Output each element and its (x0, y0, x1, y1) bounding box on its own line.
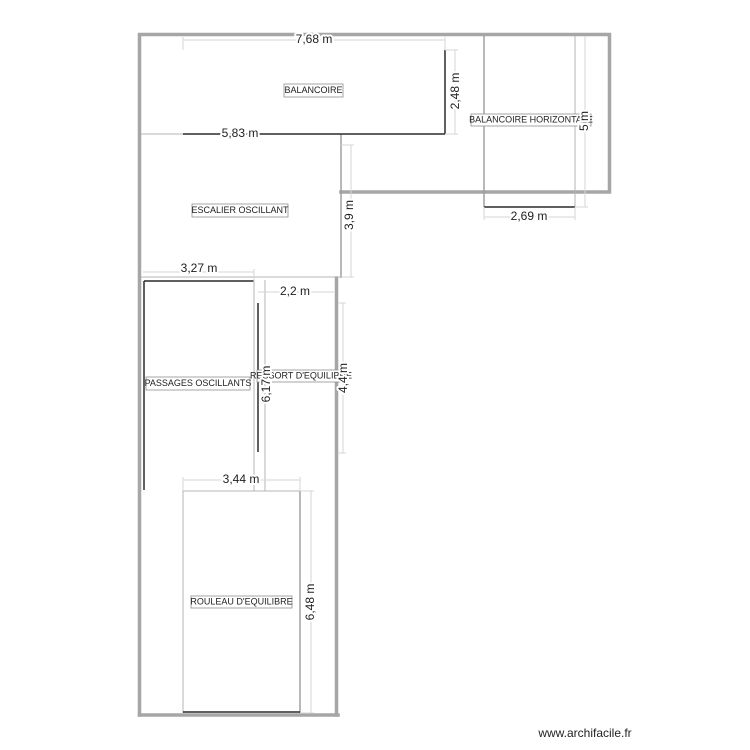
room-name: BALANCOIRE (284, 85, 342, 95)
dim-escalier-height: 3,9 m (342, 200, 356, 230)
room-label-ressort-equilibre[interactable]: RESSORT D'EQUILIBRE (250, 369, 352, 383)
dim-passages-width: 3,27 m (181, 261, 218, 275)
dim-rouleau-height: 6,48 m (303, 584, 317, 621)
dim-ressort-width: 2,2 m (280, 284, 310, 298)
dim-balancoire-height: 2,48 m (448, 73, 462, 110)
dim-balancoire-horizontale-height: 5 m (577, 111, 591, 131)
walls (137, 32, 612, 717)
dimension-labels: 7,68 m 2,48 m 5 m 2,69 m 5,83 m 3,9 m 3,… (179, 30, 594, 622)
room-label-balancoire[interactable]: BALANCOIRE (283, 83, 344, 98)
room-name: BALANCOIRE HORIZONTALE (469, 115, 593, 125)
room-name: RESSORT D'EQUILIBRE (250, 371, 352, 381)
room-label-escalier-oscillant[interactable]: ESCALIER OSCILLANT (191, 203, 289, 218)
watermark: www.archifacile.fr (537, 726, 631, 740)
dim-ressort-height: 4,4 m (336, 363, 350, 393)
room-label-rouleau-equilibre[interactable]: ROULEAU D'EQUILIBRE (190, 595, 293, 609)
room-name: ESCALIER OSCILLANT (191, 205, 289, 215)
room-label-balancoire-horizontale[interactable]: BALANCOIRE HORIZONTALE (469, 113, 593, 127)
room-label-passages-oscillants[interactable]: PASSAGES OSCILLANTS (145, 376, 252, 391)
room-name: PASSAGES OSCILLANTS (145, 378, 252, 388)
outer-wall-top[interactable] (137, 32, 612, 717)
dim-balancoire-width: 7,68 m (296, 32, 333, 46)
dimension-lines (143, 36, 588, 714)
dim-rouleau-width: 3,44 m (223, 472, 260, 486)
dim-passages-height: 6,17 m (259, 366, 273, 403)
room-labels: BALANCOIRE BALANCOIRE HORIZONTALE ESCALI… (145, 83, 593, 609)
dim-escalier-width: 5,83 m (222, 126, 259, 140)
room-name: ROULEAU D'EQUILIBRE (190, 597, 292, 607)
room-boundaries (141, 36, 576, 713)
dim-balancoire-horizontale-width: 2,69 m (511, 209, 548, 223)
